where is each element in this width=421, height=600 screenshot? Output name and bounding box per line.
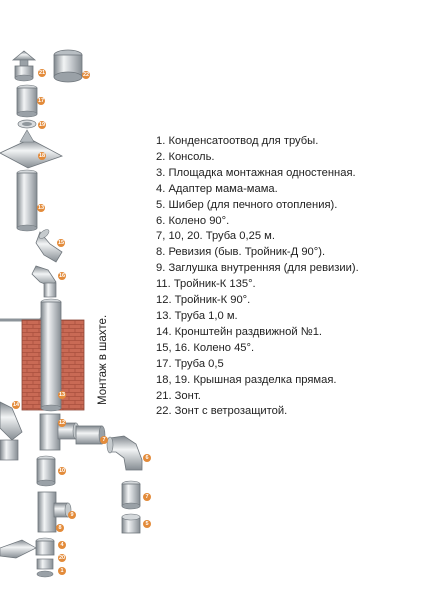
svg-text:18: 18 [39,153,45,159]
legend-item: 18, 19. Крышная разделка прямая. [156,373,337,386]
svg-text:1: 1 [60,568,63,574]
svg-text:7: 7 [102,437,105,443]
part-badges: 21 22 17 19 18 13 15 16 13 14 12 7 6 10 … [12,69,151,575]
part-elbow-90 [106,435,143,471]
legend-item: 1. Конденсатоотвод для трубы. [156,135,319,147]
svg-text:12: 12 [59,420,65,426]
svg-text:15: 15 [58,240,64,246]
svg-text:9: 9 [70,512,73,518]
legend-item: 21. Зонт. [156,389,201,402]
svg-text:20: 20 [59,555,65,561]
legend-item: 12. Тройник-К 90°. [156,294,251,307]
legend-item: 2. Консоль. [156,150,215,163]
svg-text:22: 22 [83,72,89,78]
part-pipe-shaft [40,298,62,412]
svg-text:5: 5 [145,521,148,527]
svg-text:7: 7 [145,494,148,500]
svg-text:16: 16 [59,273,65,279]
svg-text:10: 10 [59,468,65,474]
part-pipe-0-5 [16,84,38,118]
legend-item: 4. Адаптер мама-мама. [156,182,278,195]
svg-text:8: 8 [58,525,61,531]
part-condensate-drain [36,558,54,578]
shaft-mounting-label: Монтаж в шахте. [97,314,109,405]
svg-text:19: 19 [39,122,45,128]
part-elbow-45-a [35,229,63,263]
legend-item: 13. Труба 1,0 м. [156,309,238,322]
part-umbrella-windproof [53,49,83,83]
part-umbrella [11,50,37,82]
part-pipe-0-25-center [36,455,56,487]
legend-item: 8. Ревизия (быв. Тройник-Д 90°). [156,246,326,259]
part-tee-90 [39,413,80,451]
legend-item: 15, 16. Колено 45°. [156,341,255,354]
svg-text:21: 21 [39,70,45,76]
legend-item: 17. Труба 0,5 [156,357,224,370]
part-adapter [35,537,55,556]
legend-item: 22. Зонт с ветрозащитой. [156,405,288,418]
part-pipe-1-0 [16,169,38,232]
legend-item: 11. Тройник-К 135°. [156,278,256,291]
svg-text:6: 6 [145,455,148,461]
svg-text:4: 4 [60,542,64,548]
legend-item: 9. Заглушка внутренняя (для ревизии). [156,262,359,275]
svg-text:17: 17 [38,98,44,104]
part-revision-tee [37,491,72,533]
svg-text:13: 13 [38,205,44,211]
part-console-platform [0,539,37,559]
svg-text:14: 14 [13,402,20,408]
part-elbow-45-b [31,265,57,298]
part-pipe-0-25-right [121,480,141,510]
legend-item: 6. Колено 90°. [156,214,230,227]
part-damper [121,513,141,534]
legend-item: 3. Площадка монтажная одностенная. [156,166,356,179]
legend-item: 5. Шибер (для печного отопления). [156,198,338,211]
legend-item: 7, 10, 20. Труба 0,25 м. [156,230,275,243]
part-bracket [0,314,46,322]
part-roof-cutting [0,119,63,169]
parts-legend: 1. Конденсатоотвод для трубы. 2. Консоль… [156,134,418,420]
svg-text:13: 13 [59,392,65,398]
part-tee-135 [0,401,23,461]
legend-item: 14. Кронштейн раздвижной №1. [156,325,323,338]
